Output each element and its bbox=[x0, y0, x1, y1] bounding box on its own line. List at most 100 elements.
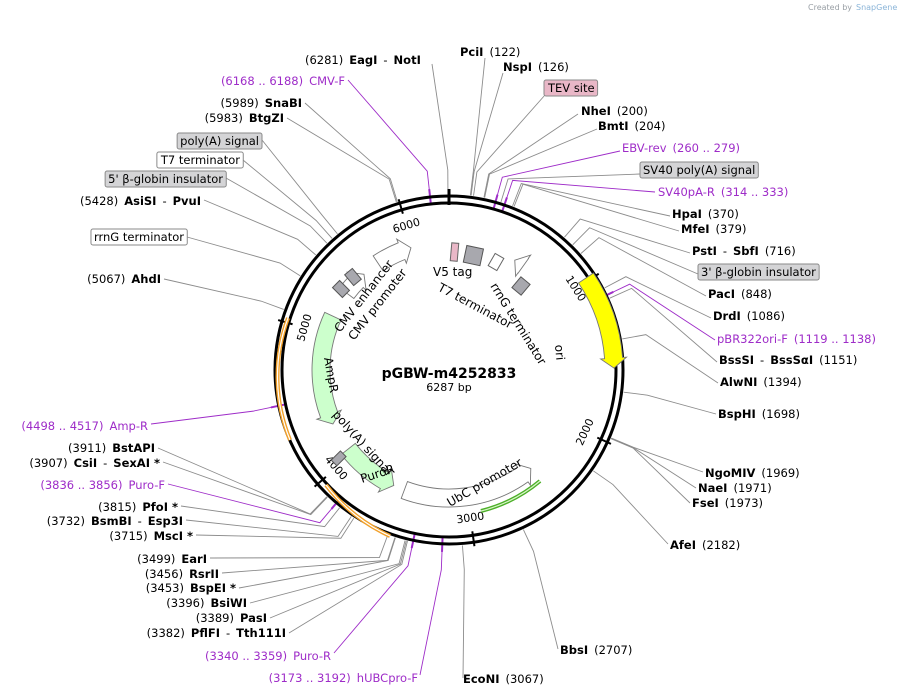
label-nspi[interactable]: NspI(126) bbox=[503, 60, 569, 74]
label-bglob5[interactable]: 5' β-globin insulator bbox=[108, 172, 223, 186]
label-part: Tth111I bbox=[236, 626, 286, 640]
label-cmvf[interactable]: (6168 .. 6188)CMV-F bbox=[221, 74, 345, 88]
label-t7term[interactable]: T7 terminator bbox=[160, 153, 240, 167]
label-hubc[interactable]: (3173 .. 3192)hUBCpro-F bbox=[269, 671, 418, 685]
label-part: (3715) bbox=[109, 529, 147, 543]
label-box-rrng bbox=[90, 228, 188, 246]
label-fsei[interactable]: FseI (1973) bbox=[692, 496, 763, 510]
label-pasi[interactable]: (3389)PasI bbox=[196, 611, 267, 625]
label-snabi[interactable]: (5989) SnaBI bbox=[220, 96, 302, 110]
feature-cmvenh[interactable] bbox=[372, 237, 412, 272]
label-naei[interactable]: NaeI(1971) bbox=[698, 481, 772, 495]
leader-hpai bbox=[512, 182, 671, 217]
leader-nhei bbox=[483, 113, 579, 198]
label-csii[interactable]: (3907)CsiI-SexAI * bbox=[29, 456, 160, 470]
label-pcii[interactable]: PciI(122) bbox=[460, 45, 520, 59]
label-part: PfoI * bbox=[142, 500, 178, 514]
leader-cmvf bbox=[347, 79, 431, 196]
label-eagi[interactable]: (6281)EagI-NotI bbox=[305, 53, 421, 67]
credit-text: Created by bbox=[808, 3, 852, 12]
leader-pflfi bbox=[288, 540, 408, 634]
label-tev[interactable]: TEV site bbox=[547, 81, 595, 95]
label-box-bglob5 bbox=[104, 170, 227, 188]
label-bglob3[interactable]: 3' β-globin insulator bbox=[701, 265, 816, 279]
label-rrng[interactable]: rrnG terminator bbox=[94, 230, 184, 244]
v5-tag-box bbox=[449, 242, 460, 262]
leader-bsssi bbox=[609, 287, 718, 363]
label-part: (6168 .. 6188) bbox=[221, 74, 303, 88]
leader-pasi bbox=[269, 540, 407, 619]
label-part: EagI bbox=[349, 53, 377, 67]
label-puror[interactable]: (3340 .. 3359)Puro-R bbox=[205, 649, 331, 663]
label-eari[interactable]: (3499)EarI bbox=[137, 552, 207, 566]
label-part: RsrII bbox=[189, 567, 219, 581]
label-sv40r[interactable]: SV40pA-R(314 .. 333) bbox=[658, 185, 788, 199]
label-polya[interactable]: poly(A) signal bbox=[180, 134, 259, 148]
label-psti[interactable]: PstI-SbfI(716) bbox=[692, 244, 796, 258]
label-bbsi[interactable]: BbsI(2707) bbox=[560, 643, 632, 657]
label-purof[interactable]: (3836 .. 3856)Puro-F bbox=[40, 478, 165, 492]
label-bsmbi[interactable]: (3732)BsmBI-Esp3I bbox=[47, 514, 183, 528]
label-nhei[interactable]: NheI(200) bbox=[581, 104, 648, 118]
label-part: EBV-rev bbox=[622, 141, 667, 155]
feature-ubc[interactable] bbox=[400, 463, 532, 508]
label-sv40pa[interactable]: SV40 poly(A) signal bbox=[643, 163, 755, 177]
label-msci[interactable]: (3715)MscI * bbox=[109, 529, 193, 543]
label-box-polya bbox=[176, 132, 263, 150]
label-part: (379) bbox=[716, 222, 747, 236]
label-pbr[interactable]: pBR322ori-F(1119 .. 1138) bbox=[717, 332, 876, 346]
label-bstapi[interactable]: (3911)BstAPI bbox=[68, 441, 155, 455]
label-btgzi[interactable]: (5983)BtgZI bbox=[205, 111, 284, 125]
tick-label: 6000 bbox=[391, 215, 422, 235]
label-part: - bbox=[103, 456, 107, 470]
label-ebv[interactable]: EBV-rev(260 .. 279) bbox=[622, 141, 740, 155]
leader-pfoi bbox=[180, 505, 340, 528]
label-econi[interactable]: EcoNI(3067) bbox=[463, 672, 544, 686]
label-part: (1973) bbox=[725, 496, 763, 510]
tick-mark bbox=[596, 436, 612, 445]
feature-rrngt[interactable] bbox=[514, 254, 532, 278]
label-pfoi[interactable]: (3815)PfoI * bbox=[98, 500, 178, 514]
leader-pbr bbox=[607, 283, 716, 341]
label-part: SnaBI bbox=[265, 96, 302, 110]
label-ngomiv[interactable]: NgoMIV(1969) bbox=[705, 466, 800, 480]
label-bsphi[interactable]: BspHI(1698) bbox=[718, 407, 800, 421]
label-part: EcoNI bbox=[463, 672, 499, 686]
leader-eagi bbox=[431, 63, 449, 195]
label-alwni[interactable]: AlwNI(1394) bbox=[720, 375, 802, 389]
label-part: AfeI bbox=[670, 538, 696, 552]
label-part: CsiI bbox=[74, 456, 98, 470]
label-paci[interactable]: PacI(848) bbox=[708, 287, 772, 301]
leader-snabi bbox=[304, 102, 398, 202]
label-bmti[interactable]: BmtI(204) bbox=[598, 119, 665, 133]
label-rsrii[interactable]: (3456)RsrII bbox=[145, 567, 219, 581]
tick-label: 5000 bbox=[294, 312, 314, 343]
feature-amp[interactable] bbox=[311, 311, 343, 425]
label-part: (3340 .. 3359) bbox=[205, 649, 287, 663]
leader-ampr bbox=[150, 405, 277, 425]
label-part: FseI bbox=[692, 496, 719, 510]
label-drdi[interactable]: DrdI(1086) bbox=[713, 309, 785, 323]
label-pflfi[interactable]: (3382)PflFI-Tth111I bbox=[147, 626, 286, 640]
label-part: (3173 .. 3192) bbox=[269, 671, 351, 685]
label-part: (5989) bbox=[220, 96, 258, 110]
label-bspei[interactable]: (3453)BspEI * bbox=[146, 581, 236, 595]
label-ampr[interactable]: (4498 .. 4517)Amp-R bbox=[21, 419, 148, 433]
tick-mark bbox=[397, 198, 404, 214]
green-arc-ubc-in bbox=[480, 480, 541, 512]
label-part: Amp-R bbox=[109, 419, 148, 433]
label-afei[interactable]: AfeI(2182) bbox=[670, 538, 740, 552]
label-asisi[interactable]: (5428)AsiSI-PvuI bbox=[80, 194, 201, 208]
feature-ori[interactable] bbox=[577, 272, 628, 369]
leader-fsei bbox=[610, 438, 691, 504]
label-hpai[interactable]: HpaI(370) bbox=[672, 207, 739, 221]
label-part: AhdI bbox=[131, 272, 161, 286]
feature-puro[interactable] bbox=[340, 442, 395, 494]
leader-purof bbox=[167, 483, 336, 524]
label-mfei[interactable]: MfeI(379) bbox=[681, 222, 746, 236]
label-bsssi[interactable]: BssSI-BssSαI(1151) bbox=[719, 353, 857, 367]
label-part: AsiSI bbox=[124, 194, 156, 208]
leader-nspi bbox=[470, 72, 504, 196]
label-ahdi[interactable]: (5067)AhdI bbox=[87, 272, 161, 286]
label-bsiwi[interactable]: (3396)BsiWI bbox=[166, 596, 247, 610]
